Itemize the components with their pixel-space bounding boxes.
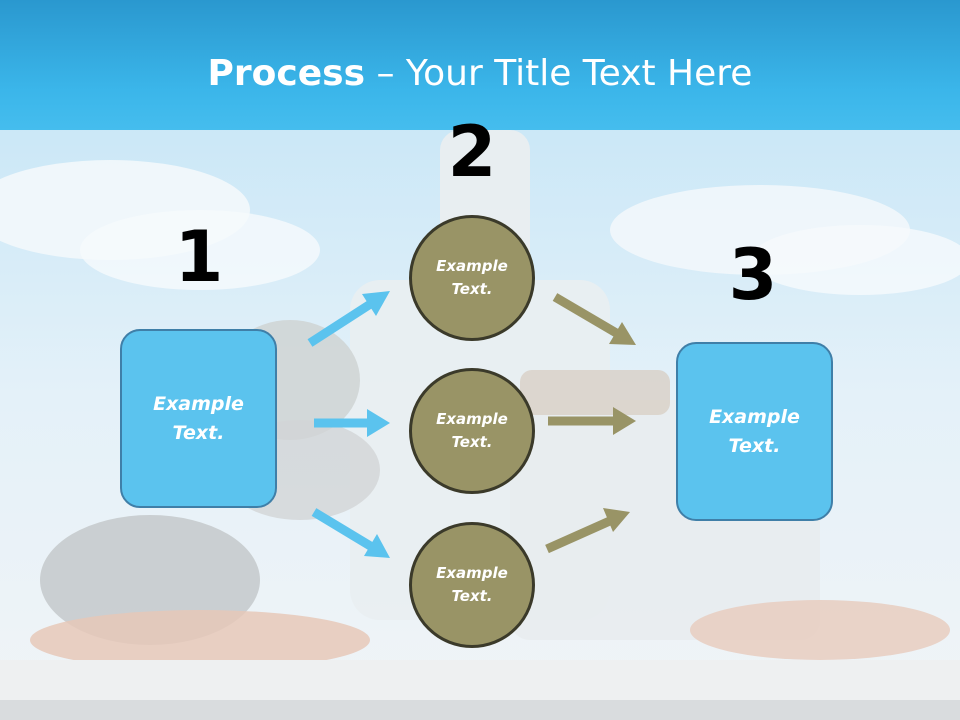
olive-arrow-right [548, 407, 636, 435]
circle-bottom-text: Example Text. [436, 564, 508, 605]
title-band [0, 0, 960, 130]
circle-top: Example Text. [409, 215, 535, 341]
blue-arrow-down [311, 508, 390, 558]
olive-arrow-down [552, 293, 636, 345]
left-box: Example Text. [120, 329, 277, 508]
title-rest: – Your Title Text Here [365, 53, 753, 94]
step-number-3: 3 [728, 234, 778, 316]
step-number-2: 2 [447, 111, 497, 193]
step-number-1: 1 [174, 216, 224, 298]
right-box: Example Text. [676, 342, 833, 521]
olive-arrow-up [545, 508, 630, 554]
blue-arrow-right [314, 409, 390, 437]
left-box-text: Example Text. [153, 392, 244, 444]
circle-middle: Example Text. [409, 368, 535, 494]
title-bold: Process [207, 53, 366, 94]
slide-title: Process – Your Title Text Here [0, 52, 960, 96]
circle-bottom: Example Text. [409, 522, 535, 648]
circle-top-text: Example Text. [436, 257, 508, 298]
circle-middle-text: Example Text. [436, 410, 508, 451]
right-box-text: Example Text. [709, 405, 800, 457]
blue-arrow-up [307, 291, 390, 347]
